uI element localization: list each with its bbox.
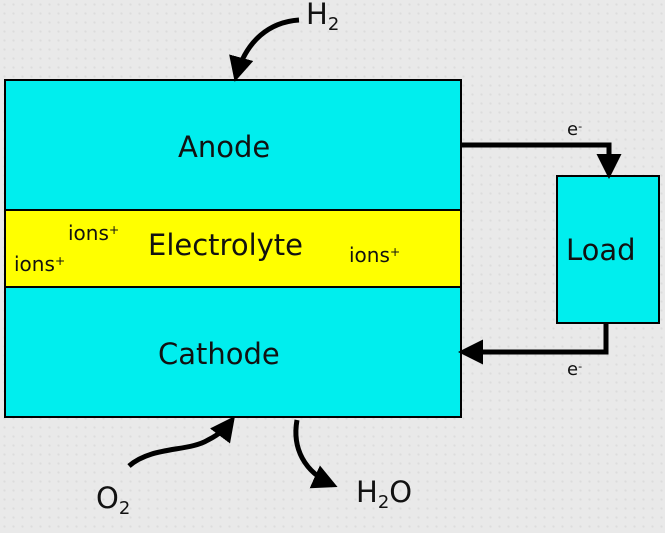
electrolyte-label: Electrolyte	[148, 228, 303, 262]
electrolyte-layer	[4, 209, 462, 288]
cathode-layer	[4, 286, 462, 418]
oxygen-label: O2	[96, 481, 131, 520]
load-box	[556, 175, 660, 324]
hydrogen-inlet-arrow	[229, 17, 300, 82]
electron-path-top	[461, 142, 622, 179]
anode-label: Anode	[178, 130, 271, 164]
oxygen-inlet-arrow	[127, 416, 236, 468]
hydrogen-label: H2	[306, 0, 340, 36]
ions-label-left: ions+	[14, 252, 66, 276]
load-label: Load	[566, 233, 636, 267]
water-label: H2O	[356, 475, 413, 514]
ions-label-right: ions+	[349, 243, 401, 267]
electron-path-bottom	[458, 323, 609, 365]
electron-label-top: e-	[567, 119, 583, 140]
electron-label-bottom: e-	[567, 359, 583, 380]
anode-layer	[4, 79, 462, 211]
ions-label-upper: ions+	[68, 221, 120, 245]
cathode-label: Cathode	[158, 337, 280, 371]
water-outlet-arrow	[293, 419, 338, 489]
